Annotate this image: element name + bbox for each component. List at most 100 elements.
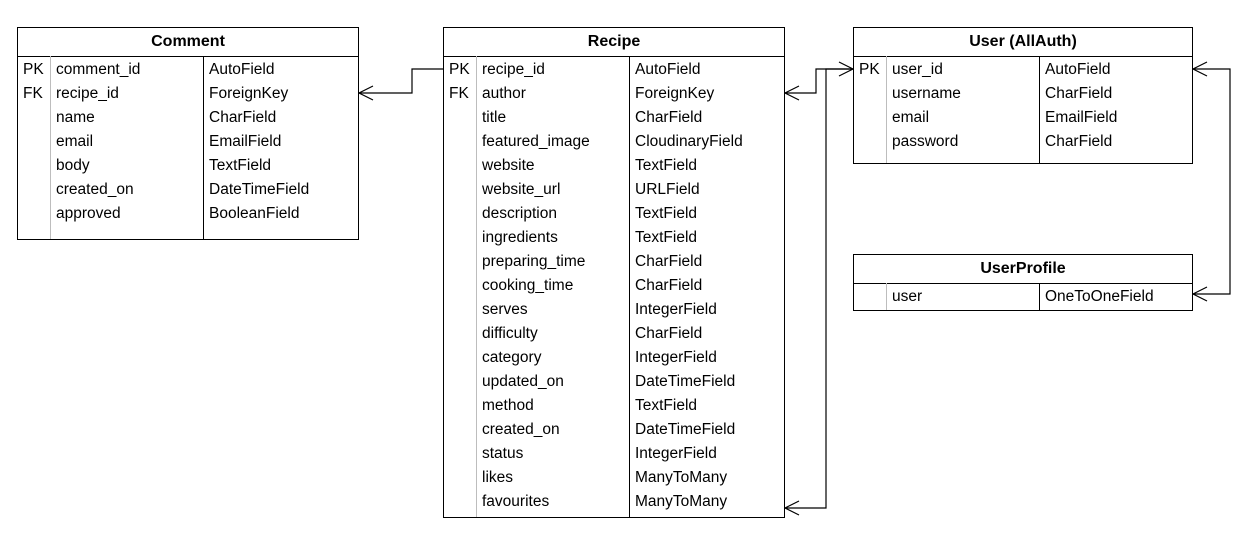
field-name: email <box>56 133 94 150</box>
arrowhead-user-right <box>1191 61 1208 77</box>
field-row: name CharField <box>18 106 358 130</box>
field-name: category <box>482 349 542 366</box>
field-type: TextField <box>209 157 272 174</box>
field-row: status IntegerField <box>444 442 784 466</box>
field-row: username CharField <box>854 82 1192 106</box>
field-type: CharField <box>209 109 277 126</box>
field-row: body TextField <box>18 154 358 178</box>
connector-user-recipe-author <box>785 68 853 94</box>
field-name: author <box>482 85 526 102</box>
field-name: comment_id <box>56 61 141 78</box>
field-name: cooking_time <box>482 277 574 294</box>
field-type: DateTimeField <box>209 181 310 198</box>
field-type: DateTimeField <box>635 421 736 438</box>
field-name: approved <box>56 205 121 222</box>
field-name: website <box>482 157 535 174</box>
field-type: TextField <box>635 397 698 414</box>
field-type: TextField <box>635 157 698 174</box>
field-type: AutoField <box>1045 61 1111 78</box>
field-type: IntegerField <box>635 445 717 462</box>
entity-title: Comment <box>18 28 358 57</box>
field-row: website TextField <box>444 154 784 178</box>
key-column-divider <box>476 56 477 517</box>
field-row: serves IntegerField <box>444 298 784 322</box>
field-name: serves <box>482 301 528 318</box>
field-row: user OneToOneField <box>854 285 1192 309</box>
field-name: created_on <box>482 421 560 438</box>
key-column-divider <box>50 56 51 239</box>
field-key: FK <box>449 85 469 102</box>
connector-recipe-comment <box>359 68 443 94</box>
field-name: ingredients <box>482 229 558 246</box>
field-row: category IntegerField <box>444 346 784 370</box>
field-name: likes <box>482 469 514 486</box>
field-type: OneToOneField <box>1045 288 1154 305</box>
field-name: created_on <box>56 181 134 198</box>
field-type: TextField <box>635 205 698 222</box>
field-name: website_url <box>482 181 561 198</box>
field-row: PK recipe_id AutoField <box>444 58 784 82</box>
field-name: status <box>482 445 524 462</box>
field-name: user <box>892 288 923 305</box>
arrowhead-comment <box>357 85 374 101</box>
field-type: ForeignKey <box>209 85 289 102</box>
arrowhead-userprofile <box>1191 286 1208 302</box>
field-name: preparing_time <box>482 253 586 270</box>
field-type: BooleanField <box>209 205 300 222</box>
field-name: body <box>56 157 90 174</box>
field-key: PK <box>449 61 470 78</box>
key-column-divider <box>886 283 887 310</box>
field-name: title <box>482 109 507 126</box>
field-type: DateTimeField <box>635 373 736 390</box>
field-name: username <box>892 85 961 102</box>
field-type: AutoField <box>635 61 701 78</box>
field-name: updated_on <box>482 373 564 390</box>
field-type: IntegerField <box>635 301 717 318</box>
field-type: CharField <box>635 325 703 342</box>
field-key: PK <box>23 61 44 78</box>
field-name: email <box>892 109 930 126</box>
key-column-divider <box>886 56 887 163</box>
connector-user-userprofile <box>1193 68 1231 295</box>
field-row: email EmailField <box>854 106 1192 130</box>
field-row: created_on DateTimeField <box>444 418 784 442</box>
arrowhead-recipe-author <box>783 85 800 101</box>
field-row: preparing_time CharField <box>444 250 784 274</box>
field-row: title CharField <box>444 106 784 130</box>
type-column-divider <box>203 56 204 239</box>
field-type: ForeignKey <box>635 85 715 102</box>
field-name: name <box>56 109 95 126</box>
field-type: AutoField <box>209 61 275 78</box>
field-key: PK <box>859 61 880 78</box>
field-name: recipe_id <box>482 61 545 78</box>
field-row: updated_on DateTimeField <box>444 370 784 394</box>
field-type: CharField <box>635 253 703 270</box>
connector-user-recipe-favourites <box>785 68 853 509</box>
field-name: difficulty <box>482 325 538 342</box>
field-row: difficulty CharField <box>444 322 784 346</box>
entity-title: User (AllAuth) <box>854 28 1192 57</box>
field-type: EmailField <box>1045 109 1118 126</box>
field-type: CharField <box>1045 85 1113 102</box>
type-column-divider <box>1039 283 1040 310</box>
field-row: approved BooleanField <box>18 202 358 226</box>
field-type: IntegerField <box>635 349 717 366</box>
field-type: CharField <box>635 109 703 126</box>
